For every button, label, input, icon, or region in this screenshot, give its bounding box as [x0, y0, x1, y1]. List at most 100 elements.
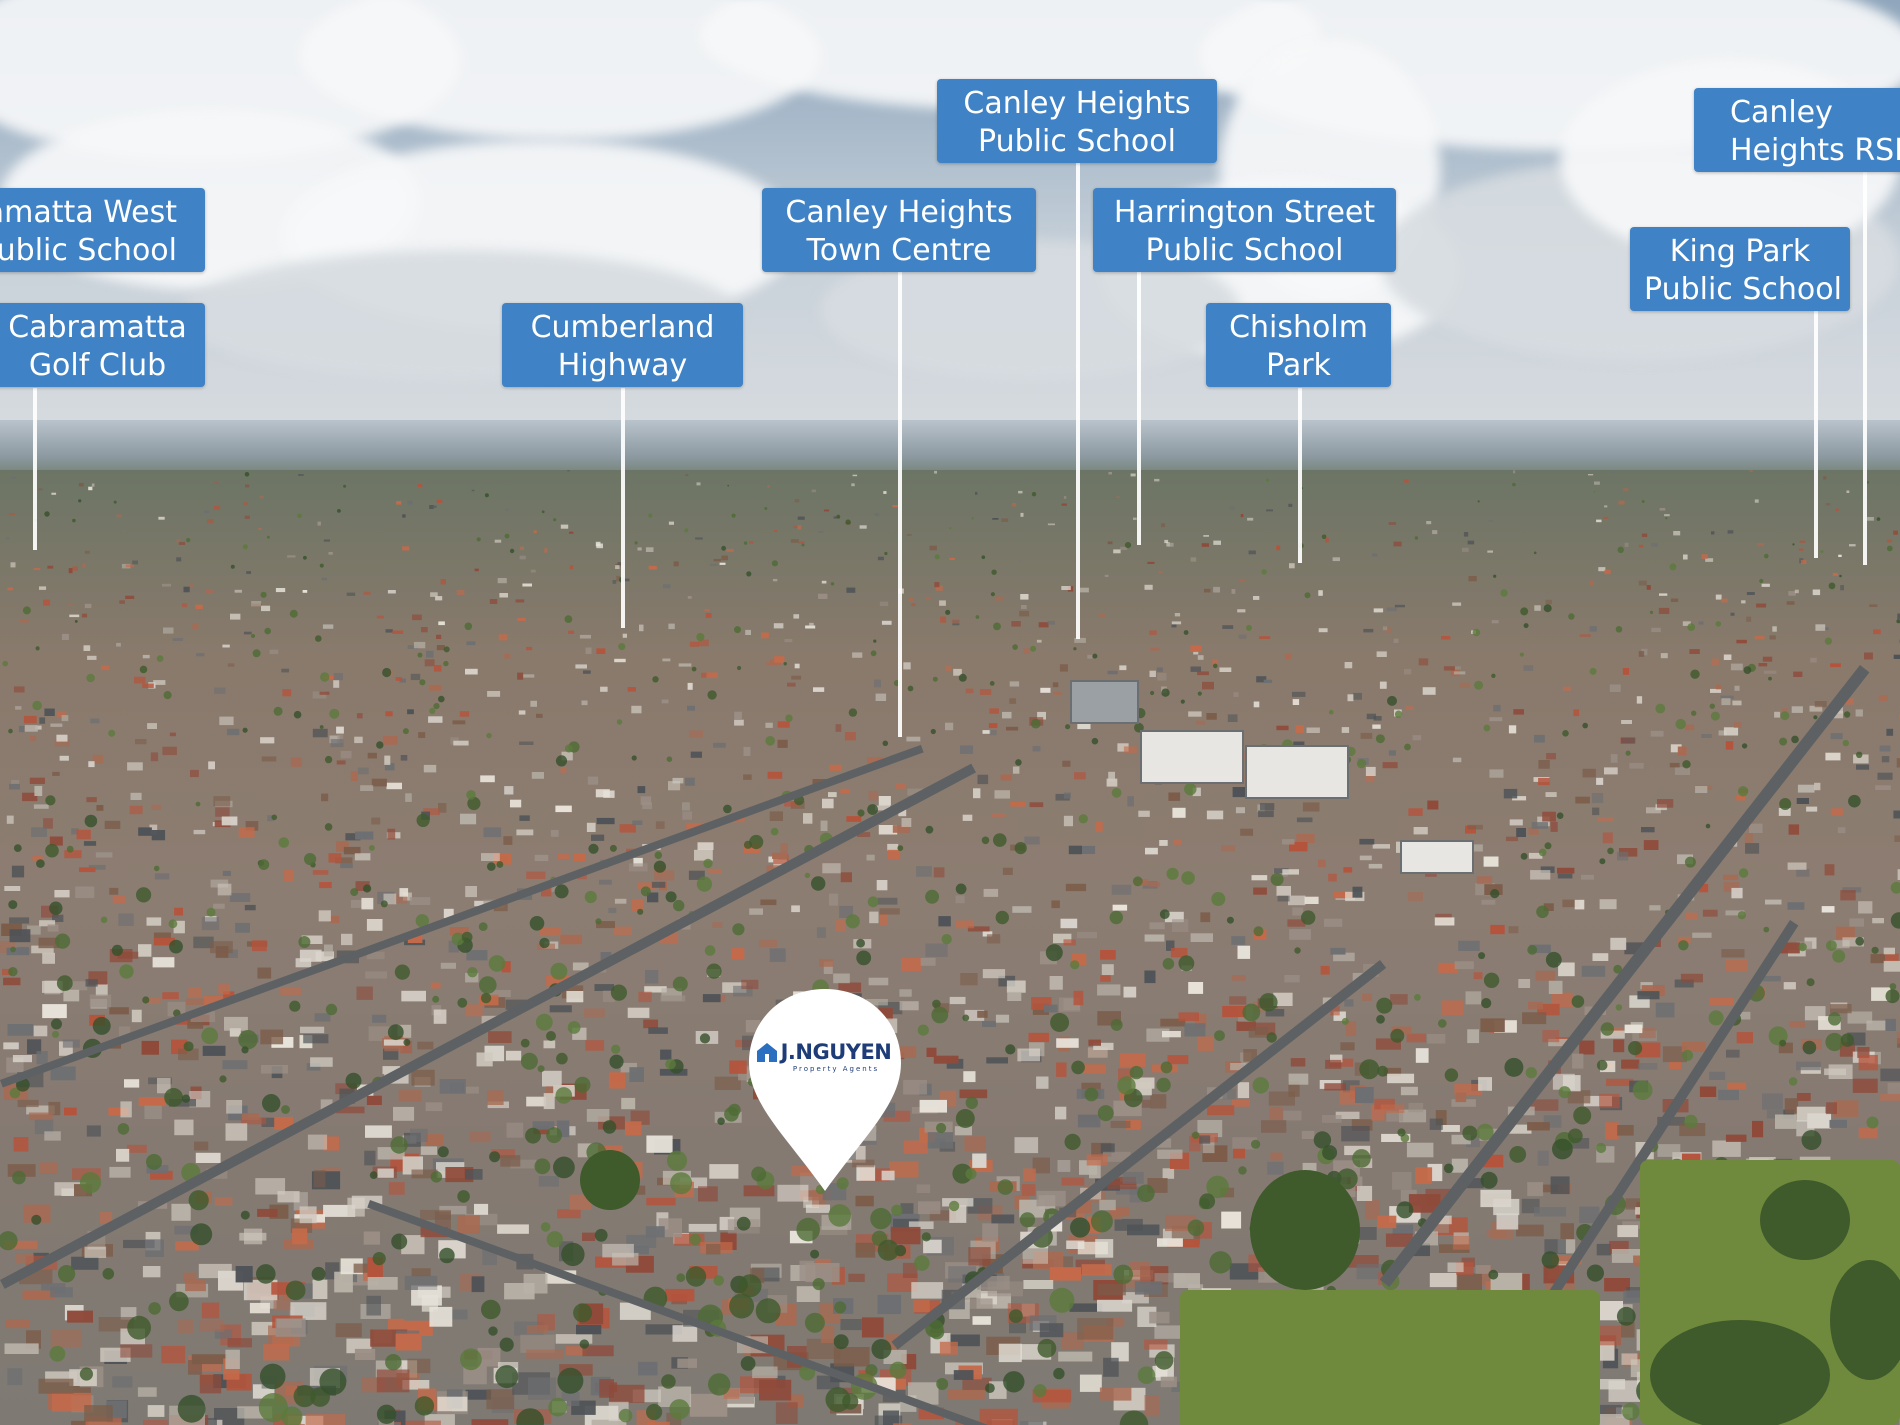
- tree: [1738, 868, 1749, 878]
- tree: [127, 1315, 151, 1340]
- tree: [345, 1072, 362, 1089]
- roof: [986, 934, 1001, 944]
- roof: [1537, 1150, 1549, 1166]
- roof: [695, 537, 703, 540]
- tree: [1856, 751, 1863, 758]
- tree: [965, 1096, 978, 1109]
- roof: [1588, 474, 1594, 476]
- roof: [124, 1079, 140, 1088]
- tree: [443, 660, 449, 667]
- roof: [1814, 701, 1827, 708]
- tree: [1137, 1184, 1155, 1203]
- roof: [1641, 648, 1648, 656]
- roof: [321, 793, 329, 802]
- roof: [3, 1042, 19, 1050]
- roof: [1657, 799, 1674, 808]
- roof: [245, 821, 259, 831]
- roof: [599, 1379, 614, 1398]
- roof: [818, 531, 824, 533]
- tree: [35, 646, 40, 651]
- roof: [602, 1243, 634, 1258]
- roof: [1550, 821, 1558, 832]
- tree: [460, 1348, 482, 1371]
- roof: [1815, 624, 1826, 631]
- roof: [1018, 490, 1023, 494]
- roof: [621, 1097, 636, 1110]
- roof: [840, 788, 851, 794]
- roof: [116, 642, 121, 647]
- roof: [498, 634, 508, 641]
- roof: [1074, 637, 1086, 643]
- tree: [737, 665, 742, 671]
- roof: [1330, 1005, 1340, 1016]
- roof: [1235, 807, 1245, 814]
- roof: [544, 548, 548, 553]
- roof: [1855, 709, 1863, 717]
- tree: [438, 695, 445, 703]
- roof: [586, 1109, 610, 1122]
- roof: [874, 679, 881, 688]
- roof: [229, 1028, 241, 1037]
- tree: [1394, 710, 1403, 718]
- tree: [293, 1385, 316, 1408]
- roof: [417, 1041, 434, 1050]
- roof: [318, 910, 331, 922]
- roof: [1513, 470, 1516, 474]
- roof: [705, 613, 712, 618]
- tree: [1477, 500, 1480, 503]
- tree: [554, 884, 569, 899]
- roof: [719, 562, 726, 565]
- roof: [145, 1239, 164, 1257]
- roof: [208, 761, 215, 770]
- roof: [1670, 744, 1682, 753]
- roof: [463, 1366, 487, 1385]
- roof: [28, 1112, 53, 1121]
- roof: [112, 895, 126, 904]
- roof: [1486, 1229, 1507, 1238]
- roof: [50, 1066, 76, 1081]
- roof: [546, 975, 570, 987]
- tree: [499, 1337, 514, 1352]
- roof: [567, 470, 570, 472]
- roof: [328, 853, 342, 863]
- tree: [139, 665, 148, 674]
- roof: [423, 764, 437, 773]
- roof: [1204, 588, 1211, 593]
- roof: [1701, 554, 1708, 559]
- roof: [706, 1244, 721, 1255]
- roof: [44, 708, 55, 716]
- roof: [98, 1317, 134, 1332]
- roof: [1318, 590, 1323, 596]
- roof: [1157, 1238, 1183, 1247]
- tree: [539, 937, 550, 949]
- roof: [392, 630, 404, 634]
- roof: [1232, 787, 1246, 798]
- tree: [1596, 1059, 1608, 1071]
- roof: [396, 501, 402, 505]
- tree: [743, 541, 748, 545]
- roof: [1192, 787, 1201, 797]
- roof: [1055, 793, 1070, 801]
- roof: [1781, 707, 1788, 712]
- roof: [1709, 1071, 1726, 1080]
- tree: [529, 916, 545, 931]
- tree: [665, 1058, 676, 1070]
- roof: [1079, 1374, 1102, 1392]
- tree: [457, 1190, 470, 1203]
- tree: [1573, 1106, 1592, 1125]
- roof: [448, 940, 459, 953]
- roof: [438, 621, 445, 626]
- tree: [1480, 1171, 1498, 1189]
- tree: [665, 891, 677, 903]
- roof: [1674, 767, 1690, 775]
- roof: [429, 1306, 453, 1327]
- tree: [640, 886, 651, 897]
- roof: [292, 1228, 308, 1245]
- roof: [465, 972, 479, 983]
- tree: [45, 843, 59, 858]
- tree: [670, 1172, 693, 1195]
- tree: [1509, 1146, 1527, 1163]
- roof: [1088, 1039, 1101, 1046]
- roof: [287, 555, 296, 558]
- tree: [153, 865, 160, 872]
